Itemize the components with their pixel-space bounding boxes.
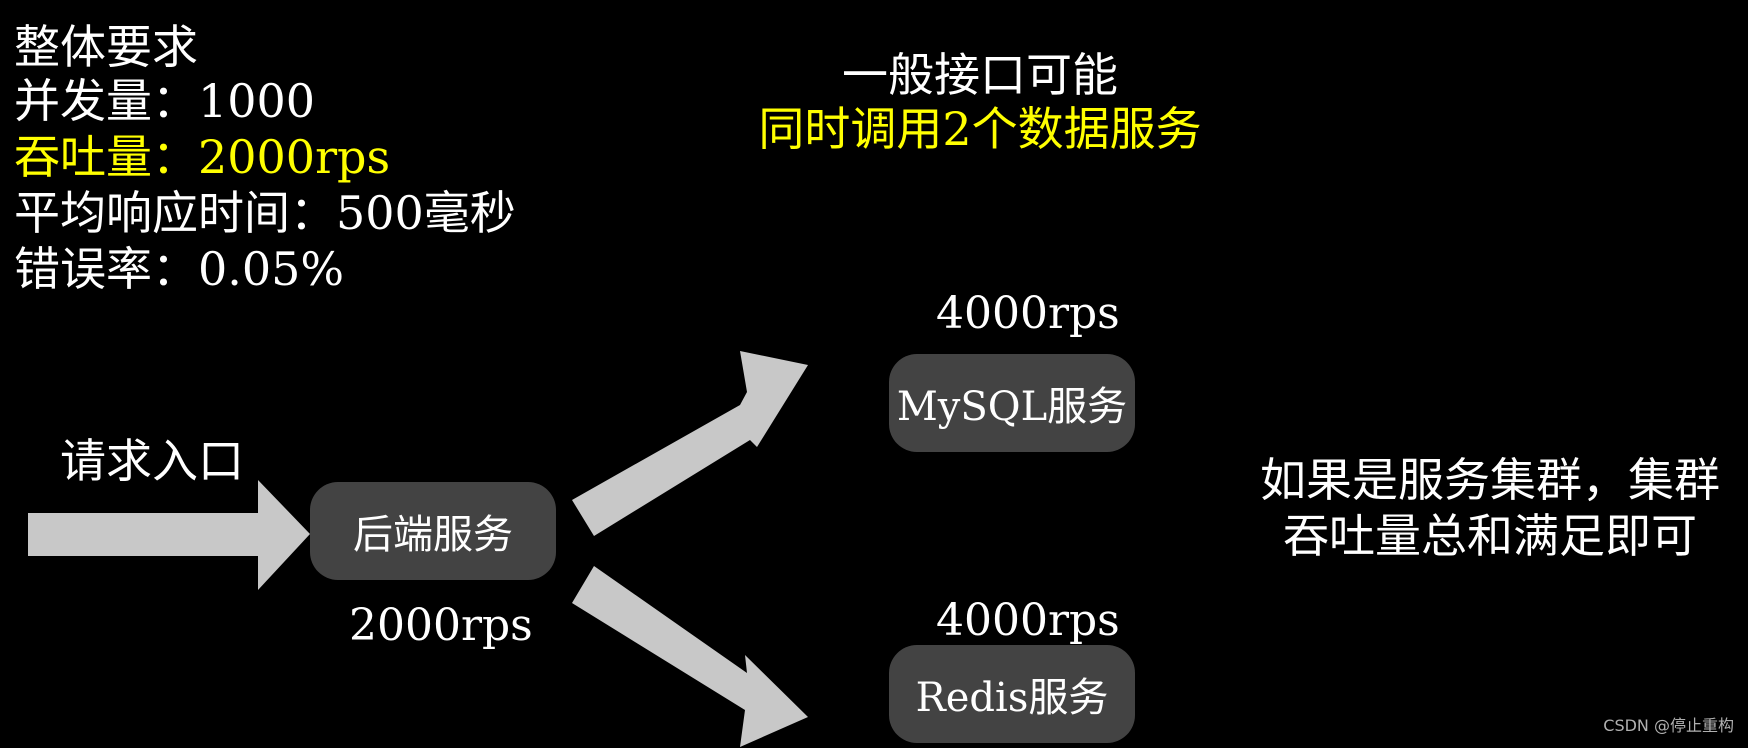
mysql-arrow: [572, 351, 808, 536]
entry-arrow: [28, 480, 310, 590]
concurrency-text: 并发量：1000: [14, 74, 316, 128]
cluster-note-line2: 吞吐量总和满足即可: [1283, 509, 1697, 563]
redis-service-box: Redis服务: [889, 645, 1135, 743]
backend-service-box: 后端服务: [310, 482, 556, 580]
avg-response-text: 平均响应时间：500毫秒: [14, 186, 516, 240]
cluster-note: 如果是服务集群，集群 吞吐量总和满足即可: [1245, 452, 1735, 564]
requirements-title: 整体要求: [14, 20, 198, 74]
mysql-service-label: MySQL服务: [896, 384, 1128, 430]
heading-line1: 一般接口可能: [842, 48, 1118, 102]
error-rate-text: 错误率：0.05%: [14, 242, 345, 296]
entry-label: 请求入口: [60, 434, 244, 488]
redis-service-label: Redis服务: [915, 675, 1109, 721]
backend-rps: 2000rps: [349, 600, 533, 651]
mysql-service-box: MySQL服务: [889, 354, 1135, 452]
backend-service-label: 后端服务: [353, 512, 513, 558]
heading-line2: 同时调用2个数据服务: [758, 102, 1202, 156]
redis-rps: 4000rps: [936, 595, 1120, 646]
redis-arrow: [572, 566, 808, 747]
cluster-note-line1: 如果是服务集群，集群: [1260, 453, 1720, 507]
throughput-text: 吞吐量：2000rps: [14, 130, 391, 184]
watermark: CSDN @停止重构: [1603, 716, 1734, 735]
mysql-rps: 4000rps: [936, 288, 1120, 339]
